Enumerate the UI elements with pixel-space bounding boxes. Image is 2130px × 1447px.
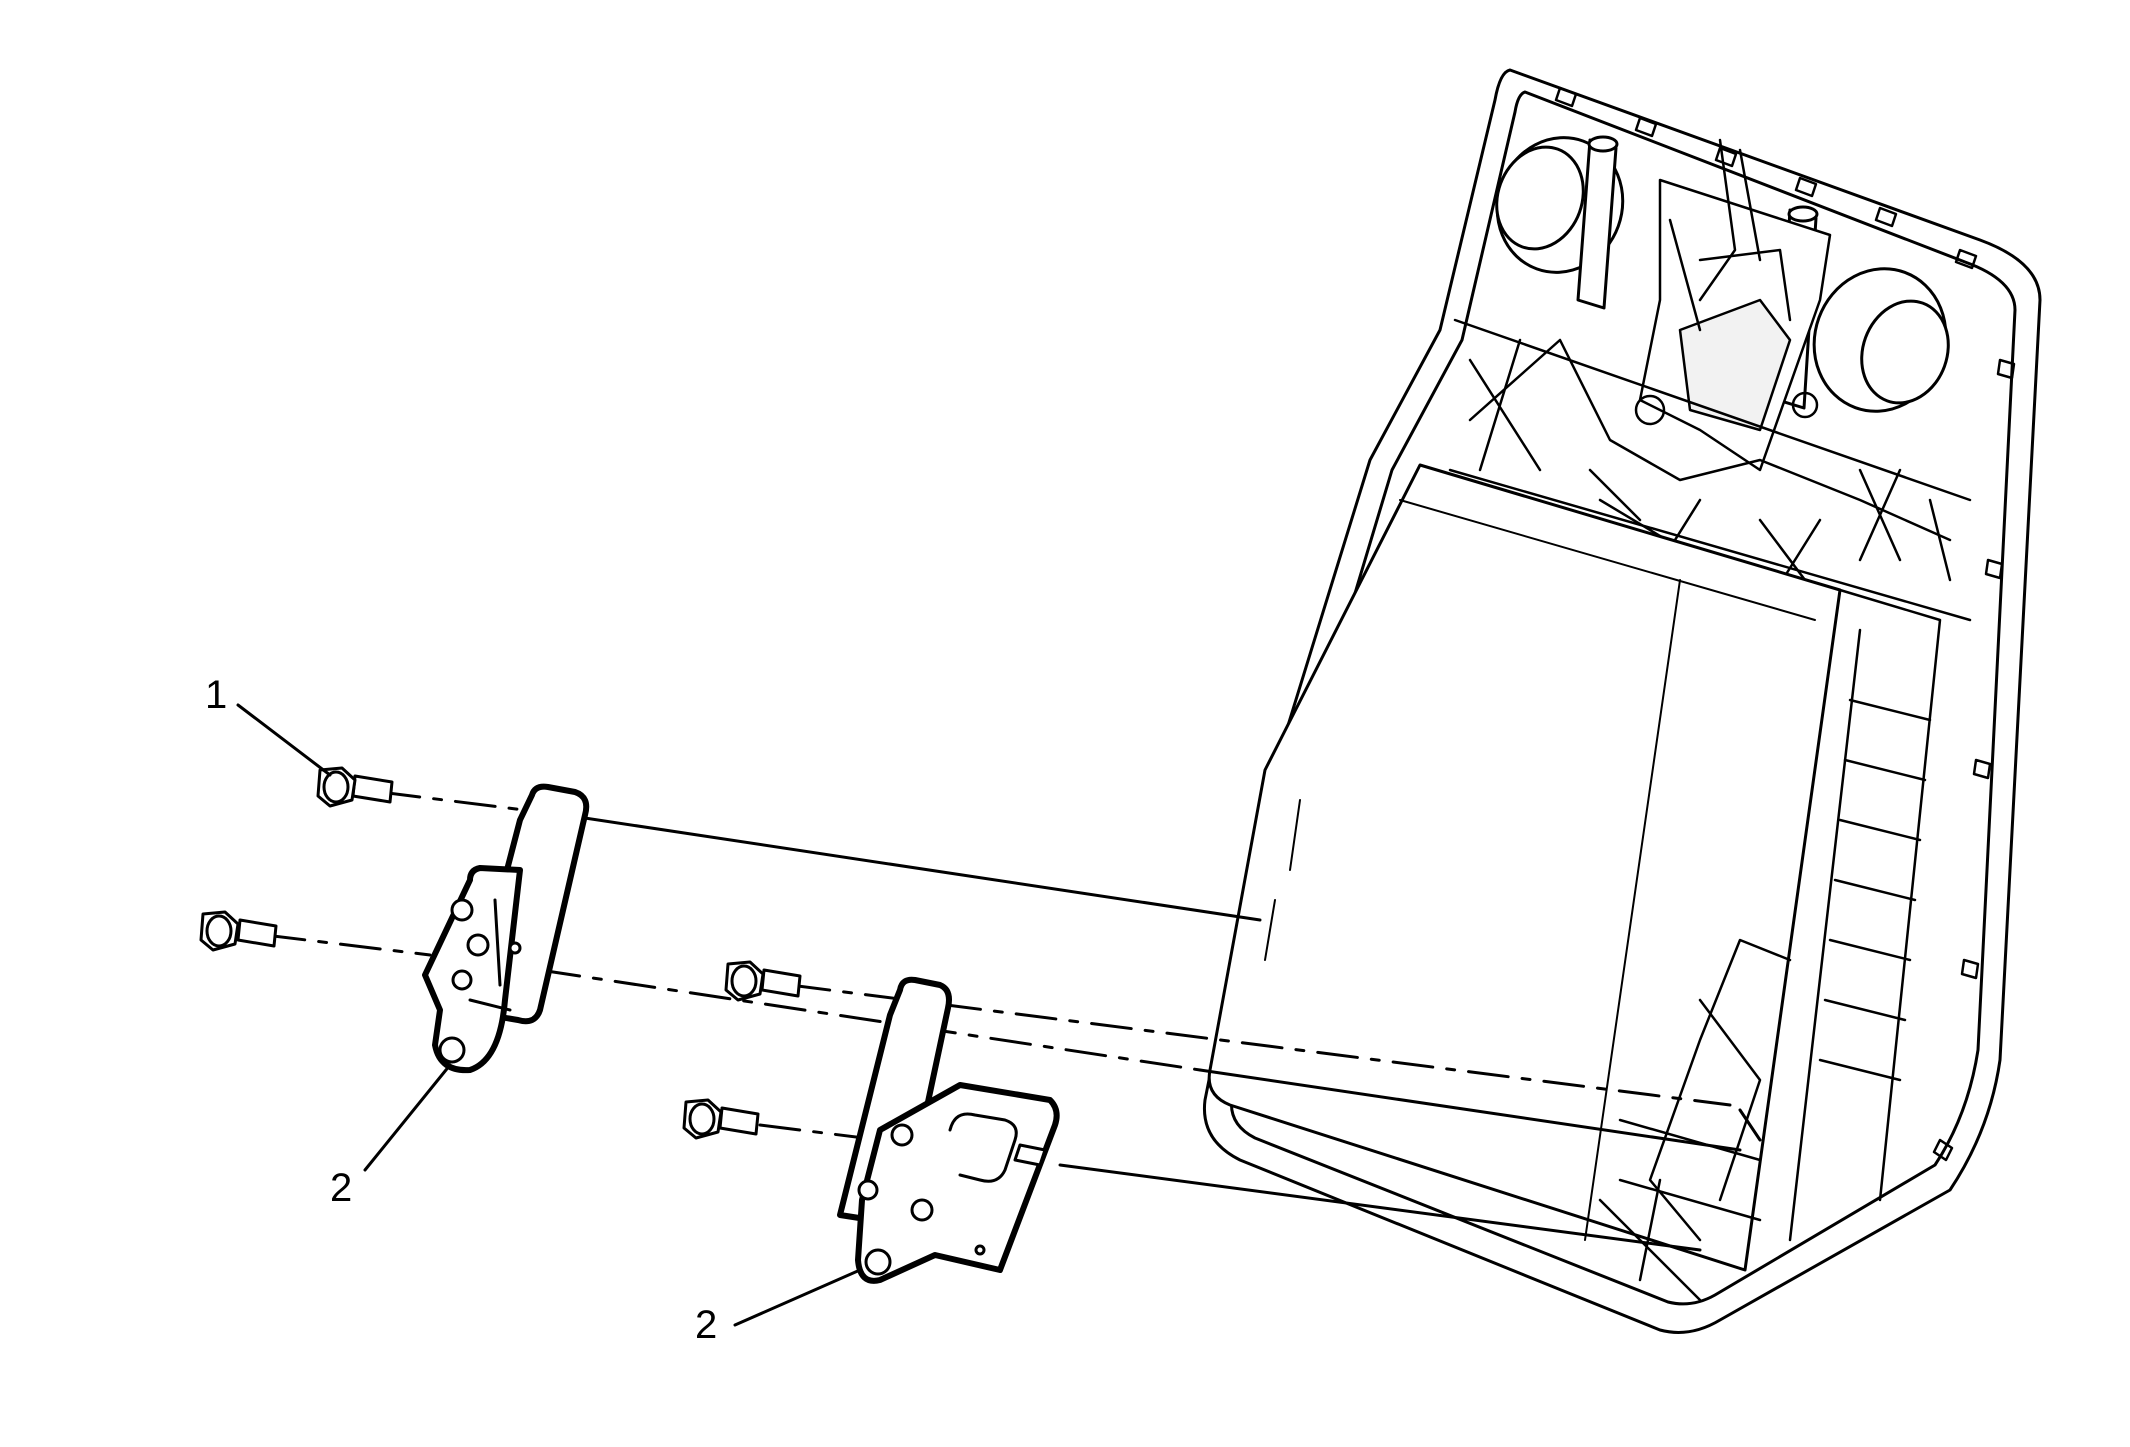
align-line-1a [378,790,542,814]
bolt-mid-right [724,960,802,1002]
align-line-4b [1058,1163,1702,1252]
panel-clips [1554,86,2016,1162]
callout-2-left: 2 [330,1166,353,1210]
bolt-top-left [316,766,394,808]
panel-inner-lip [1229,90,2017,1306]
release-mechanism [1634,138,1832,472]
callout-1: 1 [205,673,228,717]
leader-1 [236,703,332,777]
align-line-2b [538,968,1202,1072]
leader-2b [733,1268,862,1327]
seat-back-panel [1202,68,2042,1334]
bolt-mid-left [199,910,278,952]
leader-2a [363,1063,452,1172]
leader-lines [236,703,862,1327]
align-line-1b [563,813,1262,922]
side-ribs [1598,588,1942,1302]
bolt-lower-right [682,1098,760,1140]
callout-2-right: 2 [695,1303,718,1347]
headrest-guide-right [1812,267,1950,413]
bracket-right [837,976,1060,1284]
align-line-end [1738,1108,1762,1142]
align-line-2a [263,933,432,957]
align-line-3b [1198,1068,1742,1152]
bracket-left [422,783,590,1074]
